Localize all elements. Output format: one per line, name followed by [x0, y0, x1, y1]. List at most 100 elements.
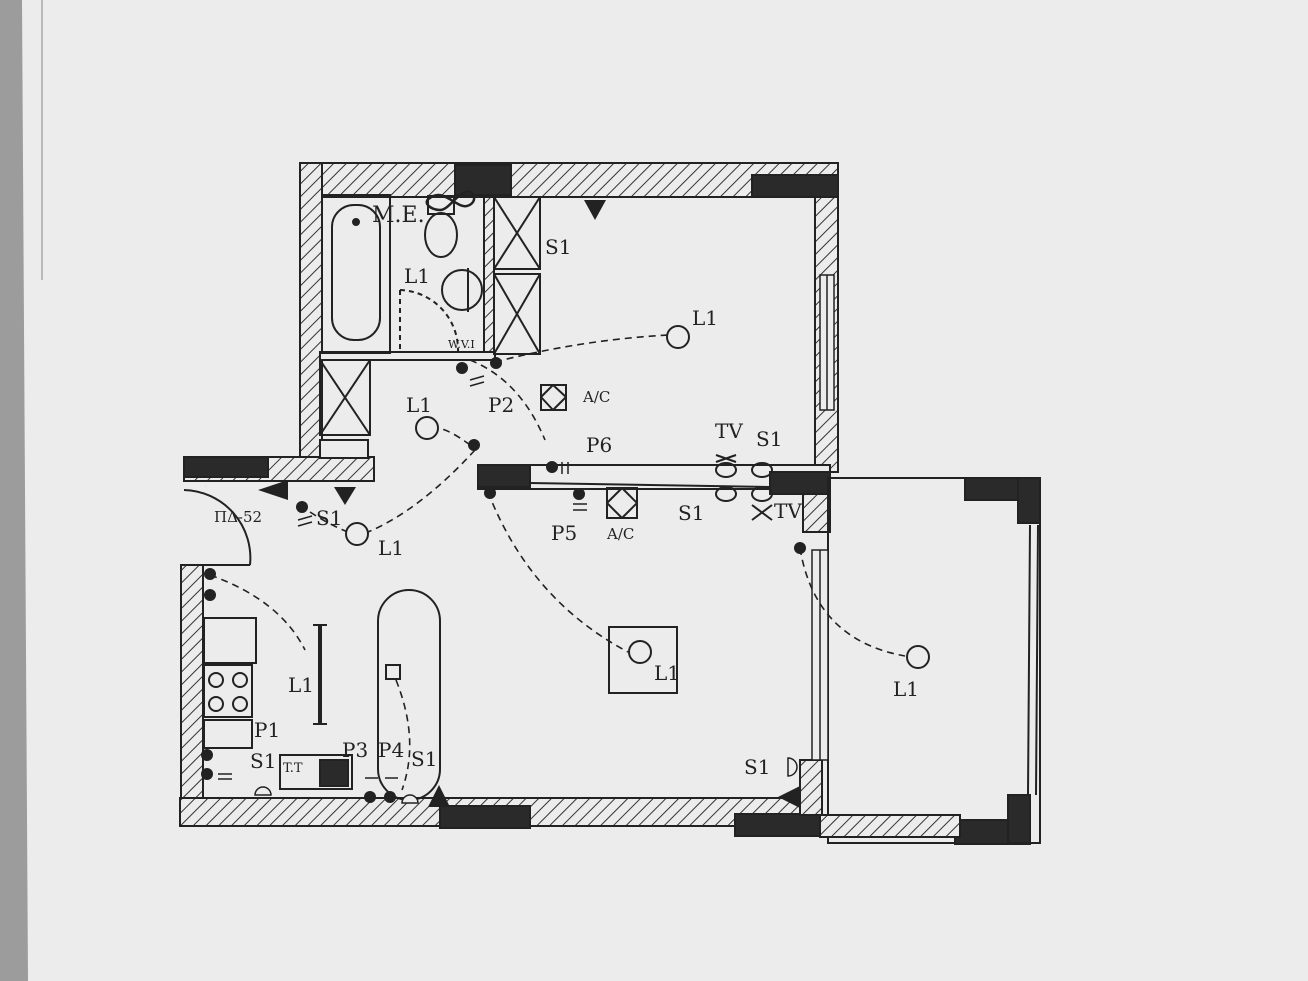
wall-top-dark-1	[454, 164, 512, 196]
panel-markers	[258, 200, 800, 808]
bath-door-swing	[399, 289, 460, 353]
wall-bath-inner	[483, 196, 495, 358]
wall-partition-right	[769, 471, 831, 495]
living-light-box	[608, 626, 678, 694]
closet-2	[319, 439, 369, 459]
switch-label: S1	[678, 501, 704, 525]
wiring	[209, 334, 906, 791]
switch-icon	[468, 439, 480, 451]
light-icon	[628, 640, 652, 664]
wall-bottom-dark-2	[734, 813, 821, 837]
tv-outlet-icon	[751, 486, 773, 502]
balcony-corner-br2	[1007, 794, 1031, 844]
switch-label: S1	[250, 749, 276, 773]
stove	[203, 664, 253, 718]
switch-icon	[296, 501, 308, 513]
switch-label: S1	[316, 506, 342, 530]
wall-bath-low	[319, 351, 496, 361]
tv-outlet-icon	[715, 462, 737, 478]
ceiling-lights	[345, 325, 930, 669]
panel-label: ΠΔ-52	[214, 508, 262, 526]
fan-symbol	[425, 190, 476, 212]
tt-box	[279, 754, 353, 790]
table-lamp-square	[385, 664, 401, 680]
switch-icon	[204, 568, 216, 580]
entry-door-swing	[183, 489, 252, 566]
socket-label: P2	[488, 393, 514, 417]
light-icon	[666, 325, 690, 349]
tv-outlets	[715, 454, 773, 521]
triangle-icon	[428, 785, 450, 807]
tt-box-dark	[319, 759, 349, 787]
windows	[811, 274, 835, 761]
switch-icon	[384, 791, 396, 803]
wall-light-icon	[254, 786, 272, 796]
walls	[179, 162, 839, 837]
switch-icon	[201, 749, 213, 761]
washer	[441, 269, 483, 311]
bathtub-drain	[352, 218, 360, 226]
light-icon	[345, 522, 369, 546]
socket-label: P1	[254, 718, 280, 742]
socket-label: P5	[551, 521, 577, 545]
ac-label: A/C	[582, 388, 610, 406]
ac-units	[540, 384, 638, 519]
wall-mid-left-dark	[183, 456, 269, 478]
bathtub	[321, 194, 391, 354]
switch-label: S1	[756, 427, 782, 451]
socket-label: P3	[342, 738, 368, 762]
switch-icon	[201, 768, 213, 780]
tv-outlet-icon	[751, 462, 773, 478]
ac-label: A/C	[606, 525, 634, 543]
light-label: L1	[406, 393, 432, 417]
socket-label: P6	[586, 433, 612, 457]
balcony	[819, 477, 1041, 845]
floor-plan	[179, 162, 1041, 845]
counter-sink	[203, 617, 257, 664]
closet	[319, 359, 371, 436]
triangle-icon	[584, 200, 606, 220]
light-label: L1	[404, 264, 430, 288]
wall-top-dark-2	[751, 174, 839, 198]
toilet-bowl	[424, 212, 458, 258]
wvi-label: W.V.I	[448, 338, 475, 351]
partition-line	[529, 482, 771, 488]
wall-left	[180, 564, 204, 811]
bathtub-inner	[331, 204, 381, 341]
bathroom	[319, 190, 541, 459]
light-icon	[906, 645, 930, 669]
triangle-icon	[258, 480, 288, 500]
tt-label: T.T	[283, 761, 303, 776]
light-label: L1	[654, 661, 680, 685]
switch-label: S1	[411, 747, 437, 771]
light-label: L1	[692, 306, 718, 330]
switch-icon	[364, 791, 376, 803]
switch-label: S1	[744, 755, 770, 779]
wall-right-lower	[802, 491, 831, 533]
wall-left-upper	[299, 162, 323, 464]
wall-light-icon	[787, 757, 798, 777]
switch-icon	[794, 542, 806, 554]
plan-labels: M.E. W.V.I ΠΔ-52 T.T A/C A/C TV TV P1 P2…	[205, 203, 919, 779]
tv-outlet-icon	[715, 486, 737, 502]
balcony-corner-tr2	[1017, 477, 1041, 524]
socket-marks	[218, 375, 798, 804]
triangle-icon	[778, 786, 800, 808]
paper-sheet	[22, 0, 1308, 981]
switch-icon	[204, 589, 216, 601]
wall-light-icon	[401, 794, 419, 804]
socket-label: P4	[378, 738, 404, 762]
switch-label: S1	[545, 235, 571, 259]
meter-label: M.E.	[372, 203, 425, 228]
balcony-rail	[1027, 524, 1031, 796]
light-label: L1	[205, 486, 207, 488]
tv-label: TV	[715, 419, 743, 443]
switch-icon	[546, 461, 558, 473]
switch-icon	[490, 357, 502, 369]
light-icon	[415, 416, 439, 440]
switch-icon	[573, 488, 585, 500]
wall-bottom-dark-1	[439, 805, 531, 829]
balcony-rail-2	[1035, 524, 1039, 796]
switch-icon	[484, 487, 496, 499]
